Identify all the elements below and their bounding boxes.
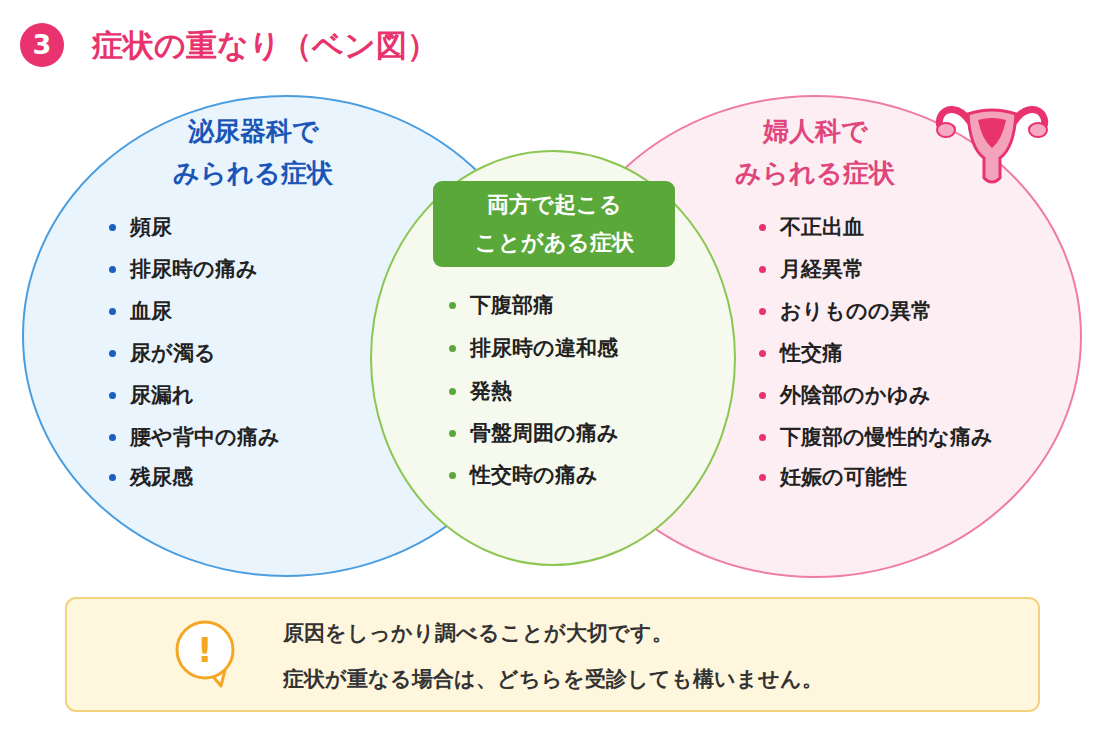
bullet-dot: [759, 350, 766, 357]
group-heading: 婦人科で みられる症状: [735, 110, 895, 194]
bullet-dot: [109, 224, 116, 231]
overlap-circle: 下腹部痛排尿時の違和感発熱骨盤周囲の痛み性交時の痛み 両方で起こる ことがある症状: [370, 150, 736, 566]
symptom-item: 排尿時の違和感: [470, 333, 618, 363]
symptom-item: 尿が濁る: [130, 338, 216, 368]
symptom-item: 下腹部の慢性的な痛み: [780, 422, 993, 452]
uterus-illustration: [930, 92, 1054, 196]
bullet-dot: [109, 350, 116, 357]
bullet-dot: [449, 345, 456, 352]
symptom-item: 不正出血: [780, 212, 864, 242]
symptom-item: 外陰部のかゆみ: [780, 380, 931, 410]
bullet-dot: [759, 392, 766, 399]
bullet-dot: [109, 266, 116, 273]
symptom-item: 発熱: [470, 376, 512, 406]
bullet-dot: [109, 392, 116, 399]
bullet-dot: [449, 430, 456, 437]
alert-icon: !: [175, 620, 235, 680]
symptom-item: 頻尿: [130, 212, 172, 242]
bullet-dot: [449, 472, 456, 479]
symptom-item: 残尿感: [130, 462, 193, 492]
symptom-item: 血尿: [130, 296, 172, 326]
box-outline: [433, 181, 675, 267]
note-box: 原因をしっかり調べることが大切です。症状が重なる場合は、どちらを受診しても構いま…: [65, 597, 1040, 712]
group-heading: 両方で起こる ことがある症状: [475, 186, 634, 262]
circle-outline: [371, 151, 735, 565]
symptom-item: 尿漏れ: [130, 380, 194, 410]
symptom-item: 排尿時の痛み: [130, 254, 258, 284]
bullet-dot: [759, 474, 766, 481]
callout-number: 3: [20, 23, 64, 67]
bullet-dot: [449, 388, 456, 395]
overlap-heading-box: 両方で起こる ことがある症状: [432, 180, 676, 268]
symptom-item: 腰や背中の痛み: [130, 422, 280, 452]
diagram-title: 症状の重なり（ベン図）: [92, 24, 438, 66]
symptom-item: 月経異常: [780, 254, 864, 284]
bullet-dot: [109, 308, 116, 315]
note-text: 原因をしっかり調べることが大切です。: [283, 617, 673, 649]
symptom-item: 妊娠の可能性: [780, 462, 907, 492]
bullet-dot: [109, 474, 116, 481]
alert-mark: !: [197, 628, 213, 672]
box-outline: [66, 598, 1039, 711]
bullet-dot: [759, 266, 766, 273]
bullet-dot: [759, 308, 766, 315]
symptom-item: 下腹部痛: [470, 290, 554, 320]
group-heading: 泌尿器科で みられる症状: [173, 110, 333, 194]
symptom-item: 性交時の痛み: [470, 460, 598, 490]
bullet-dot: [759, 434, 766, 441]
bullet-dot: [109, 434, 116, 441]
symptom-item: 骨盤周囲の痛み: [470, 418, 619, 448]
bullet-dot: [759, 224, 766, 231]
symptom-item: おりものの異常: [780, 296, 932, 326]
bullet-dot: [449, 302, 456, 309]
note-text: 症状が重なる場合は、どちらを受診しても構いません。: [283, 663, 823, 695]
circle-outline: [177, 622, 233, 678]
symptom-item: 性交痛: [780, 338, 843, 368]
